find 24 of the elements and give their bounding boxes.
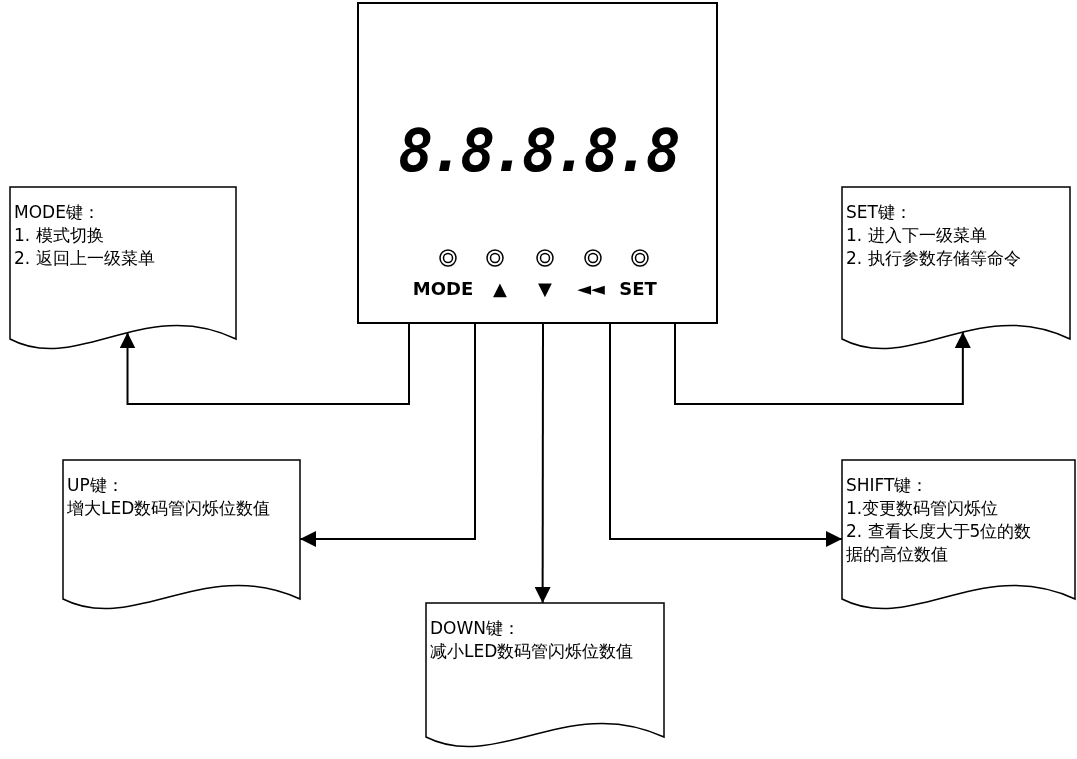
arrow [674, 323, 971, 405]
key-heading: DOWN键： [430, 617, 520, 640]
segment-display: 8.8.8.8.8 [397, 119, 679, 183]
key-heading: SET键： [846, 201, 912, 224]
key-heading: SHIFT键： [846, 474, 929, 497]
arrow [609, 323, 843, 547]
key-description: 增大LED数码管闪烁位数值 [67, 497, 271, 520]
arrow [534, 323, 551, 604]
key-description: 1. 模式切换 [14, 224, 104, 247]
arrow [119, 323, 410, 405]
key-label: SET [619, 277, 657, 299]
key-label: ▲ [493, 277, 507, 299]
key-description: 2. 执行参数存储等命令 [846, 247, 1021, 270]
key-description: 2. 查看长度大于5位的数据的高位数值 [846, 520, 1033, 566]
key-heading: UP键： [67, 474, 124, 497]
display-panel [357, 2, 718, 324]
key-description: 1.变更数码管闪烁位 [846, 497, 999, 520]
key-label: ◄◄ [577, 277, 605, 299]
key-label: MODE [412, 277, 474, 299]
key-description: 减小LED数码管闪烁位数值 [430, 640, 634, 663]
key-description: 1. 进入下一级菜单 [846, 224, 987, 247]
key-heading: MODE键： [14, 201, 100, 224]
key-label: ▼ [538, 277, 552, 299]
key-description: 2. 返回上一级菜单 [14, 247, 155, 270]
